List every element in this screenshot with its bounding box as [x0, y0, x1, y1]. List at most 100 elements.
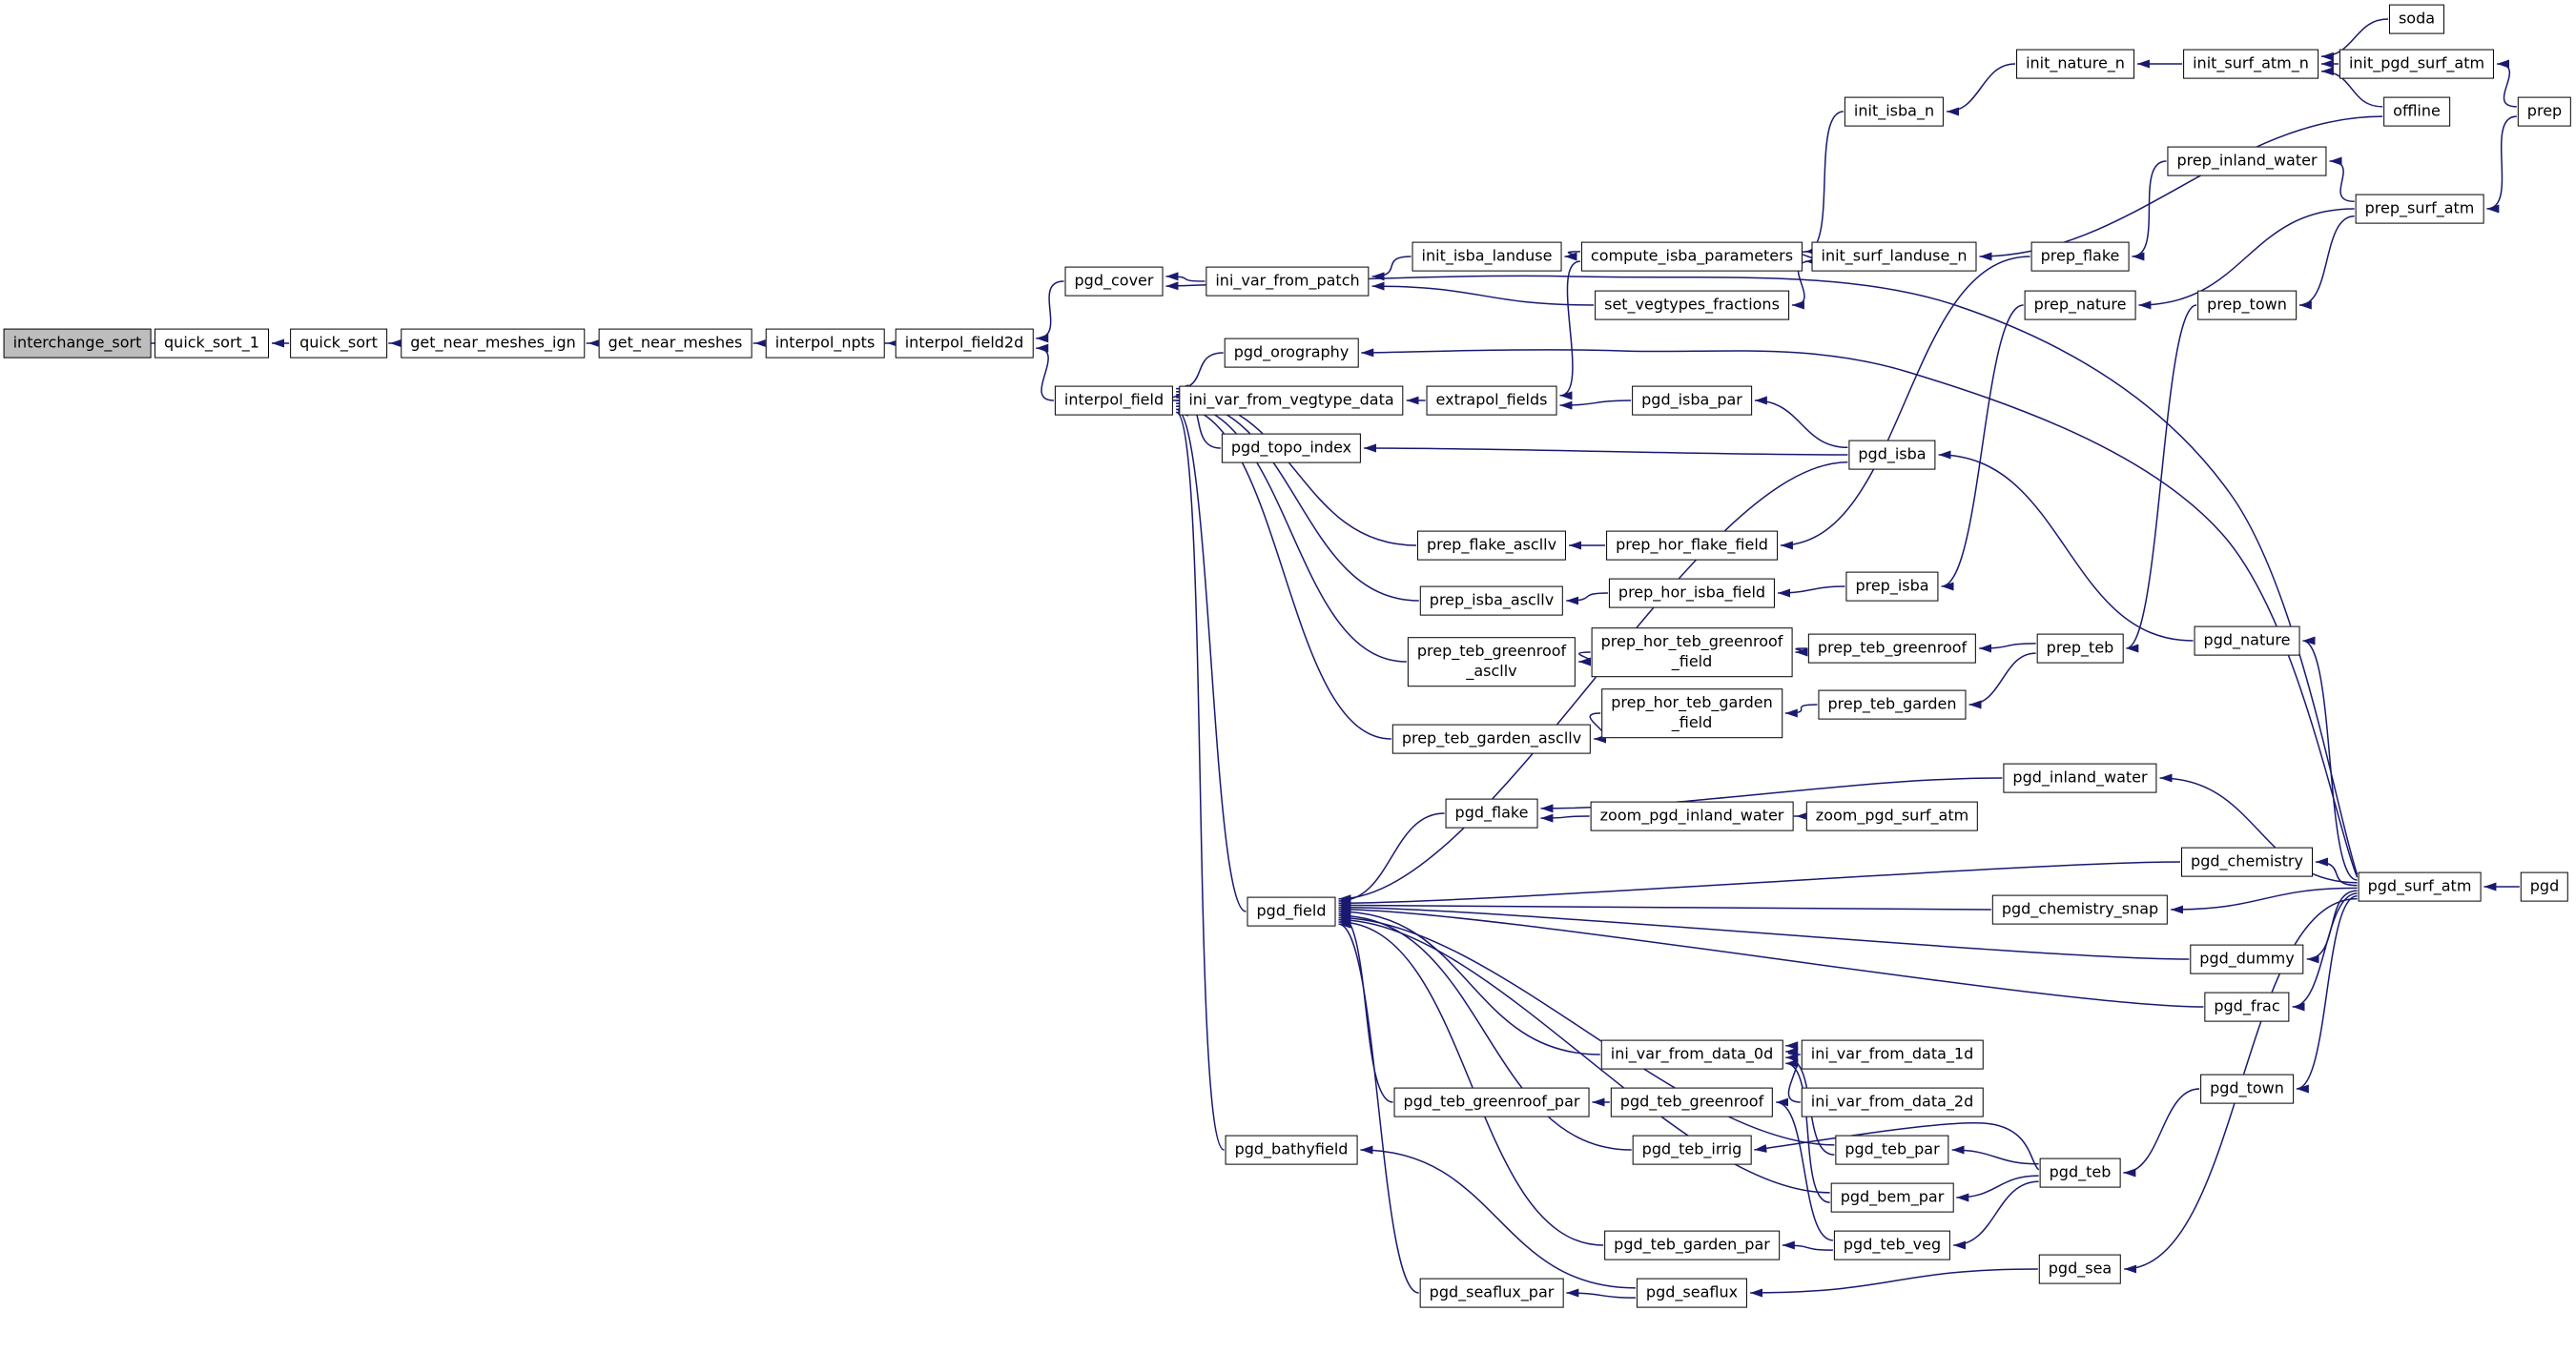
graph-node-compute_isba_parameters[interactable]: compute_isba_parameters [1580, 241, 1803, 272]
graph-node-soda[interactable]: soda [2388, 4, 2445, 34]
graph-node-pgd_town[interactable]: pgd_town [2200, 1074, 2294, 1104]
graph-node-pgd_bem_par[interactable]: pgd_bem_par [1830, 1182, 1954, 1213]
graph-node-set_vegtypes_fractions[interactable]: set_vegtypes_fractions [1595, 290, 1789, 320]
graph-node-pgd_nature[interactable]: pgd_nature [2194, 625, 2300, 656]
edge-prep_flake-to-prep_hor_flake_field [1780, 256, 2030, 550]
graph-node-pgd_field[interactable]: pgd_field [1247, 896, 1336, 927]
graph-node-prep[interactable]: prep [2517, 96, 2572, 127]
graph-node-prep_flake[interactable]: prep_flake [2030, 241, 2130, 272]
graph-node-interpol_field[interactable]: interpol_field [1054, 385, 1174, 416]
edge-pgd_cover-to-interpol_field2d [1036, 280, 1064, 343]
graph-node-zoom_pgd_inland_water[interactable]: zoom_pgd_inland_water [1590, 801, 1794, 831]
edge-ini_var_from_data_0d-to-pgd_field [1338, 907, 1600, 1055]
graph-node-prep_nature[interactable]: prep_nature [2024, 290, 2136, 320]
graph-node-pgd_frac[interactable]: pgd_frac [2204, 992, 2290, 1022]
graph-node-pgd_bathyfield[interactable]: pgd_bathyfield [1225, 1135, 1358, 1165]
graph-node-prep_inland_water[interactable]: prep_inland_water [2167, 146, 2327, 176]
graph-node-interpol_field2d[interactable]: interpol_field2d [895, 328, 1034, 358]
graph-node-init_isba_landuse[interactable]: init_isba_landuse [1412, 241, 1562, 272]
graph-node-pgd_teb_greenroof[interactable]: pgd_teb_greenroof [1610, 1087, 1774, 1117]
graph-node-prep_teb_greenroof_ascllv[interactable]: prep_teb_greenroof _ascllv [1407, 637, 1577, 686]
edge-compute_isba_parameters-to-extrapol_fields [1559, 260, 1581, 400]
edge-pgd_teb_veg-to-pgd_teb_greenroof [1776, 1097, 1833, 1241]
edge-prep_town-to-prep_teb [2126, 304, 2197, 653]
graph-node-pgd_chemistry_snap[interactable]: pgd_chemistry_snap [1991, 894, 2169, 925]
graph-node-extrapol_fields[interactable]: extrapol_fields [1426, 385, 1557, 416]
graph-node-pgd_teb_garden_par[interactable]: pgd_teb_garden_par [1604, 1230, 1780, 1260]
graph-node-init_isba_n[interactable]: init_isba_n [1844, 96, 1945, 127]
graph-node-prep_flake_ascllv[interactable]: prep_flake_ascllv [1416, 530, 1567, 561]
graph-node-ini_var_from_patch[interactable]: ini_var_from_patch [1206, 266, 1370, 297]
graph-node-pgd[interactable]: pgd [2520, 871, 2569, 902]
edge-prep-to-prep_surf_atm [2486, 115, 2517, 214]
graph-node-ini_var_from_vegtype_data[interactable]: ini_var_from_vegtype_data [1179, 385, 1404, 416]
edge-pgd_isba-to-pgd_isba_par [1754, 396, 1848, 449]
edge-pgd_teb_irrig-to-pgd_field [1338, 911, 1632, 1151]
graph-node-pgd_chemistry[interactable]: pgd_chemistry [2181, 847, 2313, 877]
graph-node-ini_var_from_data_1d[interactable]: ini_var_from_data_1d [1801, 1039, 1984, 1070]
edge-pgd_surf_atm-to-pgd_cover [1165, 275, 2359, 875]
graph-node-pgd_teb_veg[interactable]: pgd_teb_veg [1833, 1230, 1951, 1260]
graph-node-prep_teb_greenroof[interactable]: prep_teb_greenroof [1807, 633, 1977, 664]
graph-node-init_pgd_surf_atm[interactable]: init_pgd_surf_atm [2339, 49, 2495, 79]
edge-prep_teb-to-prep_teb_garden [1968, 652, 2036, 709]
edge-pgd_teb_par-to-pgd_field [1338, 913, 1835, 1146]
edge-prep-to-init_pgd_surf_atm [2497, 59, 2517, 108]
graph-node-pgd_inland_water[interactable]: pgd_inland_water [2003, 763, 2157, 793]
edge-prep_surf_atm-to-prep_town [2298, 215, 2355, 310]
graph-node-pgd_isba[interactable]: pgd_isba [1848, 440, 1936, 470]
edge-prep_teb_garden-to-prep_hor_teb_garden_field [1784, 704, 1818, 718]
edge-prep_teb_garden_ascllv-to-interpol_field [1176, 401, 1391, 740]
graph-node-prep_isba_ascllv[interactable]: prep_isba_ascllv [1419, 585, 1564, 616]
edge-ini_var_from_patch-to-pgd_cover [1165, 272, 1206, 282]
graph-node-pgd_dummy[interactable]: pgd_dummy [2190, 944, 2304, 974]
graph-node-pgd_seaflux_par[interactable]: pgd_seaflux_par [1419, 1278, 1564, 1308]
graph-node-prep_hor_flake_field[interactable]: prep_hor_flake_field [1606, 530, 1778, 561]
graph-node-quick_sort_1[interactable]: quick_sort_1 [155, 328, 269, 358]
graph-node-prep_teb_garden[interactable]: prep_teb_garden [1818, 689, 1967, 720]
graph-node-init_surf_landuse_n[interactable]: init_surf_landuse_n [1811, 241, 1977, 272]
graph-node-pgd_teb_irrig[interactable]: pgd_teb_irrig [1632, 1135, 1752, 1165]
graph-node-prep_teb_garden_ascllv[interactable]: prep_teb_garden_ascllv [1391, 724, 1592, 754]
graph-node-prep_hor_isba_field[interactable]: prep_hor_isba_field [1608, 578, 1776, 608]
graph-node-pgd_isba_par[interactable]: pgd_isba_par [1632, 385, 1752, 416]
graph-node-prep_hor_teb_greenroof_field[interactable]: prep_hor_teb_greenroof _field [1591, 627, 1793, 677]
edge-pgd_surf_atm-to-pgd_nature [2302, 636, 2358, 881]
graph-node-ini_var_from_data_2d[interactable]: ini_var_from_data_2d [1801, 1087, 1984, 1117]
graph-node-pgd_cover[interactable]: pgd_cover [1064, 266, 1164, 297]
edge-pgd_surf_atm-to-pgd_chemistry [2315, 857, 2358, 887]
edge-prep_isba-to-prep_hor_isba_field [1778, 585, 1845, 598]
edge-pgd_teb-to-pgd_teb_irrig [1754, 1121, 2040, 1171]
graph-node-init_surf_atm_n[interactable]: init_surf_atm_n [2183, 49, 2318, 79]
graph-node-prep_hor_teb_garden_field[interactable]: prep_hor_teb_garden _field [1601, 688, 1783, 738]
graph-node-pgd_teb_greenroof_par[interactable]: pgd_teb_greenroof_par [1393, 1087, 1590, 1117]
graph-node-pgd_teb[interactable]: pgd_teb [2039, 1157, 2121, 1188]
graph-node-ini_var_from_data_0d[interactable]: ini_var_from_data_0d [1600, 1039, 1783, 1070]
edge-prep_hor_teb_garden_field-to-prep_teb_garden_ascllv [1589, 712, 1607, 744]
graph-node-pgd_surf_atm[interactable]: pgd_surf_atm [2358, 871, 2482, 902]
edge-pgd_dummy-to-pgd_field [1338, 903, 2190, 960]
graph-node-prep_teb[interactable]: prep_teb [2036, 633, 2124, 664]
graph-node-pgd_seaflux[interactable]: pgd_seaflux [1636, 1278, 1748, 1308]
graph-node-offline[interactable]: offline [2383, 96, 2450, 127]
edge-pgd_town-to-pgd_teb [2123, 1088, 2200, 1178]
graph-node-pgd_teb_par[interactable]: pgd_teb_par [1835, 1135, 1949, 1165]
graph-node-pgd_orography[interactable]: pgd_orography [1224, 338, 1359, 368]
graph-node-init_nature_n[interactable]: init_nature_n [2016, 49, 2134, 79]
graph-node-get_near_meshes[interactable]: get_near_meshes [598, 328, 752, 358]
edge-prep_teb_greenroof-to-prep_hor_teb_greenroof_field [1795, 647, 1808, 657]
graph-node-pgd_flake[interactable]: pgd_flake [1445, 798, 1538, 829]
graph-node-prep_surf_atm[interactable]: prep_surf_atm [2355, 194, 2484, 224]
edge-prep_teb-to-prep_teb_greenroof [1979, 643, 2036, 653]
edge-interpol_field-to-interpol_field2d [1036, 343, 1054, 401]
graph-node-interpol_npts[interactable]: interpol_npts [765, 328, 885, 358]
graph-node-pgd_topo_index[interactable]: pgd_topo_index [1221, 433, 1362, 463]
graph-node-get_near_meshes_ign[interactable]: get_near_meshes_ign [401, 328, 586, 358]
graph-node-quick_sort[interactable]: quick_sort [290, 328, 387, 358]
edge-init_nature_n-to-init_isba_n [1947, 63, 2016, 116]
graph-node-zoom_pgd_surf_atm[interactable]: zoom_pgd_surf_atm [1805, 801, 1979, 831]
graph-node-pgd_sea[interactable]: pgd_sea [2038, 1254, 2122, 1284]
graph-node-prep_town[interactable]: prep_town [2197, 290, 2297, 320]
graph-node-prep_isba[interactable]: prep_isba [1845, 571, 1939, 602]
